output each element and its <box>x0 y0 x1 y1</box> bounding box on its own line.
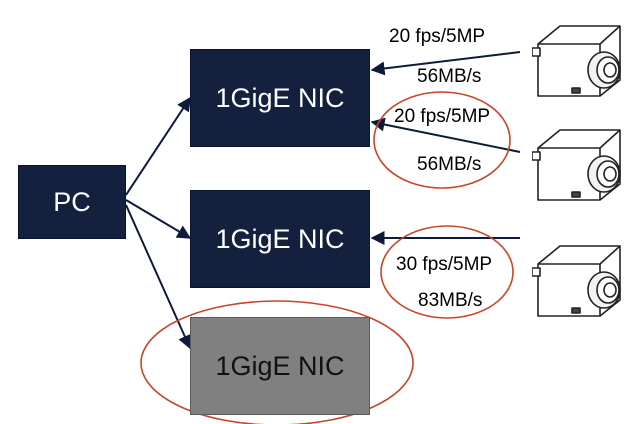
highlight-ellipse-nic3 <box>140 300 414 424</box>
cam1-bandwidth-label: 56MB/s <box>417 66 482 87</box>
link-cam1-nic1 <box>370 51 521 76</box>
link-cam2-nic1 <box>370 117 521 153</box>
cam3-bandwidth-label: 83MB/s <box>418 290 483 311</box>
link-pc-nic3 <box>125 204 192 350</box>
nic-box-2: 1GigE NIC <box>190 190 370 288</box>
cam2-bandwidth-label: 56MB/s <box>417 154 482 175</box>
cam3-rate-label: 30 fps/5MP <box>396 254 493 275</box>
nic-box-3-inactive: 1GigE NIC <box>190 317 370 415</box>
nic-box-1: 1GigE NIC <box>190 49 370 147</box>
cam1-rate-label: 20 fps/5MP <box>389 26 486 47</box>
camera-icon <box>532 245 621 317</box>
link-pc-nic1 <box>125 96 191 196</box>
camera-icon <box>532 129 621 201</box>
highlight-ellipse-cam3 <box>380 225 514 319</box>
highlight-ellipse-cam2 <box>373 91 511 189</box>
camera-icon <box>532 25 621 97</box>
pc-box: PC <box>18 165 126 239</box>
cam2-rate-label: 20 fps/5MP <box>394 106 491 127</box>
link-pc-nic2 <box>125 199 192 239</box>
